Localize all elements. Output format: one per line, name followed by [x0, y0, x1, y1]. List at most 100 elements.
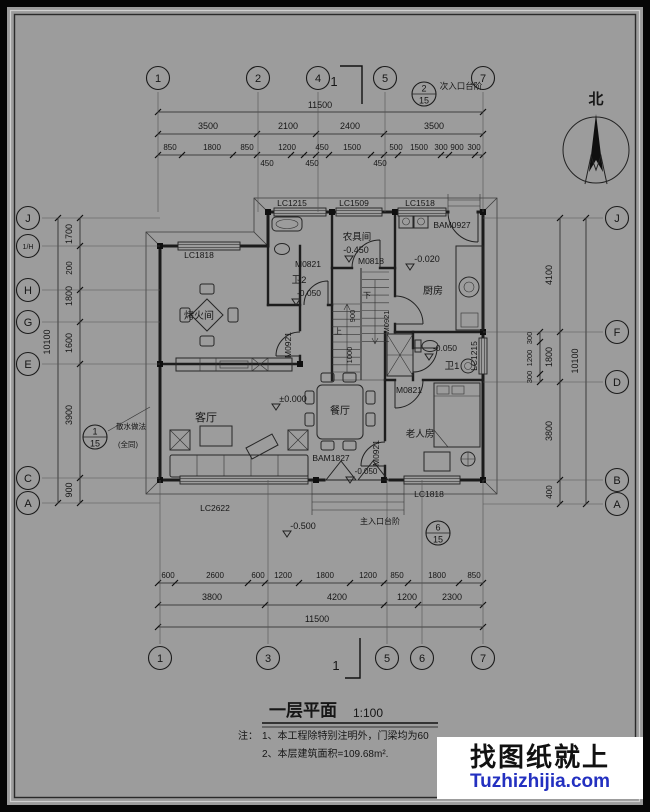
grid-bubble-label: 7: [480, 653, 486, 665]
grid-bubble-1: [147, 645, 173, 671]
annotation-label: 2100: [278, 121, 298, 131]
note-line-2: 2、本层建筑面积=109.68m².: [262, 747, 388, 760]
detail-bubble-num: 1: [92, 427, 97, 437]
annotation-label: 850: [240, 143, 254, 152]
grid-bubble-7: [470, 65, 496, 91]
annotation-label: 500: [389, 143, 403, 152]
annotation-label: 1200: [359, 571, 377, 580]
annotation-label: 1200: [525, 350, 534, 367]
grid-bubble-label: J: [614, 213, 620, 225]
annotation-label: 450: [373, 159, 387, 168]
level-0050: -0.050: [433, 343, 457, 353]
room-label-bath2: 卫2: [292, 275, 307, 286]
annotation-label: 3500: [198, 121, 218, 131]
room-label-living-room: 客厅: [195, 410, 217, 424]
section-mark-1-top: 1: [330, 74, 337, 89]
detail-bubble-num: 6: [435, 523, 440, 533]
dim-top-total: 11500: [308, 100, 332, 110]
grid-bubble-label: 6: [419, 653, 425, 665]
grid-bubble-label: 1: [157, 653, 163, 665]
annotation-label: 1200: [274, 571, 292, 580]
grid-bubble-5: [374, 645, 400, 671]
grid-bubble-f: [604, 319, 630, 345]
grid-bubble-label: 5: [382, 73, 388, 85]
annotation-label: 600: [251, 571, 265, 580]
annotation-label: 300: [525, 371, 534, 384]
north-label: 北: [588, 91, 603, 108]
grid-bubble-a: [604, 491, 630, 517]
dimension-tick: [414, 601, 422, 609]
grid-bubble-label: 7: [480, 73, 486, 85]
level-0500: -0.500: [290, 521, 316, 531]
grid-bubble-label: J: [25, 213, 31, 225]
annotation-label: 850: [390, 571, 404, 580]
door-label: BAM1827: [312, 453, 350, 463]
window-LC1818: [403, 475, 461, 485]
dimension-tick: [394, 151, 402, 159]
note-main-entrance: 主入口台阶: [360, 516, 400, 526]
dimension-tick: [380, 130, 388, 138]
note-line-1: 1、本工程除特别注明外，门梁均为60: [262, 729, 429, 742]
grid-bubble-label: 1/H: [23, 244, 34, 251]
annotation-label: 2300: [442, 592, 462, 602]
grid-bubble-6: [409, 645, 435, 671]
bedroom-furniture: [423, 382, 481, 472]
drawing-title: 一层平面: [269, 701, 337, 720]
annotation-label: 2400: [340, 121, 360, 131]
annotation-label: 600: [161, 571, 175, 580]
annotation-label: 450: [305, 159, 319, 168]
staircase: [332, 268, 389, 380]
window-LC1518: [397, 207, 447, 217]
level-0020: -0.020: [414, 254, 440, 264]
stair-down-label: 下: [363, 291, 371, 300]
note-apron: 散水做法: [116, 421, 146, 431]
grid-bubble-g: [15, 309, 41, 335]
annotation-label: 3500: [424, 121, 444, 131]
annotation-label: 1800: [203, 143, 221, 152]
note-apron-2: (全同): [118, 439, 138, 449]
roof-overhang-outline: [107, 197, 498, 495]
detail-bubble-den: 15: [90, 439, 100, 449]
grid-bubble-label: A: [613, 499, 621, 511]
dimension-tick: [367, 151, 375, 159]
window-label: LC1215: [469, 341, 479, 371]
annotation-label: 4200: [327, 592, 347, 602]
window-label: LC2622: [200, 503, 230, 513]
watermark[interactable]: 找图纸就上 Tuzhizhijia.com: [437, 737, 643, 799]
annotation-label: 3900: [64, 405, 74, 425]
door-label: M0921: [382, 311, 391, 334]
secondary-entrance-steps: [447, 194, 481, 212]
grid-bubble-label: 2: [255, 73, 261, 85]
annotation-label: 300: [434, 143, 448, 152]
dimension-tick: [300, 151, 308, 159]
room-label-kitchen: 厨房: [423, 284, 443, 297]
dimension-tick: [295, 579, 303, 587]
door-label: M0921: [371, 440, 381, 466]
dim-right-total: 10100: [570, 348, 580, 373]
grid-bubble-label: H: [24, 285, 32, 297]
annotation-label: 1200: [278, 143, 296, 152]
room-label-tool-room: 农具间: [343, 231, 372, 243]
door-label: M0818: [358, 256, 384, 266]
doors: [275, 211, 479, 481]
annotation-label: 900: [450, 143, 464, 152]
grid-bubble-1: [145, 65, 171, 91]
grid-bubble-label: 3: [265, 653, 271, 665]
level-0450: -0.450: [343, 245, 369, 255]
window-label: LC1215: [277, 198, 307, 208]
room-label-elder-bedroom: 老人房: [406, 428, 435, 440]
dimension-tick: [471, 151, 479, 159]
grid-bubble-3: [255, 645, 281, 671]
grid-bubble-5: [372, 65, 398, 91]
watermark-slogan: 找图纸就上: [469, 742, 610, 773]
fireplace-cabinet: [175, 357, 293, 372]
grid-bubble-h: [15, 277, 41, 303]
grid-bubble-1-h: [15, 233, 41, 259]
dimension-tick: [380, 601, 388, 609]
annotation-label: 450: [315, 143, 329, 152]
grid-bubble-label: 1: [155, 73, 161, 85]
window-label: LC1509: [339, 198, 369, 208]
